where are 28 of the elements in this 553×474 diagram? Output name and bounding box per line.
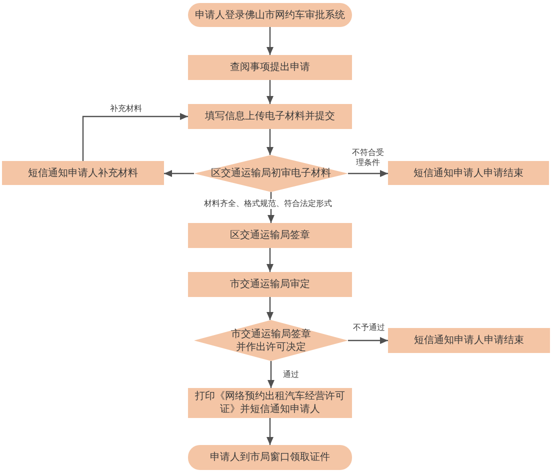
process-box: 填写信息上传电子材料并提交 [188, 104, 352, 129]
process-box: 短信通知申请人补充材料 [2, 161, 164, 185]
process-box: 短信通知申请人申请结束 [388, 328, 550, 353]
start-box: 申请人登录佛山市网约车审批系统 [188, 3, 352, 27]
edge-label: 材料齐全、格式规范、符合法定形式 [203, 199, 333, 209]
arrow [266, 418, 274, 445]
edge-label: 不予通过 [352, 323, 386, 333]
arrow [266, 27, 274, 55]
arrow [266, 297, 274, 320]
edge-label: 通过 [282, 370, 300, 380]
end-box: 申请人到市局窗口领取证件 [188, 445, 352, 470]
arrow [268, 361, 274, 388]
arrow [348, 170, 388, 177]
process-box: 市交通运输局审定 [188, 272, 352, 297]
arrow [266, 129, 274, 155]
edge-label: 不符合受理条件 [350, 148, 386, 168]
decision-diamond: 区交通运输局初审电子材料 [194, 155, 348, 192]
arrow [266, 80, 274, 104]
arrow [164, 170, 194, 177]
arrow [82, 113, 188, 161]
arrow [266, 248, 274, 272]
decision-diamond: 市交通运输局签章并作出许可决定 [194, 320, 348, 361]
process-box: 短信通知申请人申请结束 [388, 161, 549, 185]
arrow [348, 337, 388, 344]
process-box: 区交通运输局签章 [188, 223, 352, 248]
process-box: 查阅事项提出申请 [188, 55, 352, 80]
edge-label: 补充材料 [109, 104, 143, 114]
process-box: 打印《网络预约出租汽车经营许可证》并短信通知申请人 [188, 388, 352, 418]
